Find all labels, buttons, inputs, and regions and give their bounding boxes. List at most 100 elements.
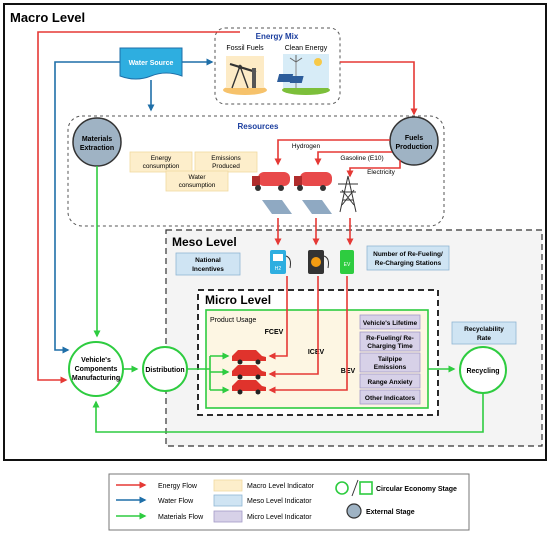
legend-meso-indicator-label: Meso Level Indicator [247,498,312,505]
micro-level-title: Micro Level [205,293,271,307]
tailpipe-emissions-label-1: Tailpipe [378,356,402,363]
macro-level-title: Macro Level [10,10,85,25]
fuels-production-label-1: Fuels [405,135,423,142]
refueling-time-label-1: Re-Fueling/ Re- [366,335,414,342]
vehicle-lifetime-label: Vehicle's Lifetime [363,320,418,327]
fcev-label: FCEV [265,329,284,336]
refueling-stations-label-2: Re-Charging Stations [375,260,442,267]
water-source-label: Water Source [129,60,174,67]
fcev-flow [268,276,288,360]
meso-level-title: Meso Level [172,235,237,249]
ev-station-label: EV [344,262,351,268]
legend-water-flow-label: Water Flow [158,498,194,505]
national-incentives-label-2: Incentives [192,266,224,273]
electricity-flow [346,160,401,178]
resources-title: Resources [238,122,279,131]
gasoline-flow [314,151,392,166]
other-indicators-indicator [359,389,421,405]
clean-energy-label: Clean Energy [285,45,328,52]
legend-micro-indicator: Micro Level Indicator [213,510,312,523]
ev-charging-station-icon: EV [340,250,354,274]
legend-external-stage-label: External Stage [366,509,415,516]
fuel-station-icon [308,250,329,274]
energy-consumption-label-1: Energy [151,155,172,162]
icev-flow [268,276,319,378]
hydrogen-truck-icon [252,172,290,191]
materials-electricity-flows [92,166,484,433]
water-consumption-label-2: consumption [179,182,216,189]
energy-flow-to-fuels [340,61,418,116]
hydrogen-station-label: H2 [275,266,282,272]
materials-extraction-label-1: Materials [82,136,112,143]
legend-ce-stage-label: Circular Economy Stage [376,486,457,493]
energy-consumption-indicator [129,151,193,173]
oil-pump-icon [223,56,267,95]
gasoline-truck-icon [294,172,332,191]
bev-car-icon [232,380,266,395]
range-anxiety-label: Range Anxiety [368,379,413,386]
bev-label: BEV [341,368,356,375]
legend-energy-flow-label: Energy Flow [158,483,198,490]
water-to-manufacturing [54,61,120,354]
hydrogen-station-icon: H2 [270,250,291,274]
clean-energy-icon [277,54,330,95]
water-consumption-indicator [165,170,229,192]
bev-flow [268,276,348,394]
electricity-label: Electricity [367,169,396,176]
refueling-time-indicator [359,331,421,352]
tailpipe-emissions-label-2: Emissions [374,364,407,371]
recyclability-rate-label-1: Recyclability [464,326,504,333]
legend-macro-indicator-label: Macro Level Indicator [247,483,315,490]
fcev-car-icon [232,350,266,365]
hydrogen-label: Hydrogen [292,143,321,150]
national-incentives-indicator [175,252,241,276]
tailpipe-emissions-indicator [359,352,421,373]
legend-materials-flow: Materials Flow [116,512,204,521]
national-incentives-label-1: National [195,257,221,264]
other-indicators-label: Other Indicators [365,395,416,402]
refueling-time-label-2: Charging Time [367,343,413,350]
icev-label: ICEV [308,349,325,356]
energy-consumption-label-2: consumption [143,163,180,170]
solar-panels-icon [262,200,332,214]
legend-external-stage: External Stage [346,503,415,519]
recycling-label: Recycling [466,368,499,375]
legend-ce-stage: Circular Economy Stage [335,479,457,497]
product-usage-label: Product Usage [210,317,256,324]
water-flows [54,58,214,354]
emissions-produced-label-1: Emissions [211,155,241,162]
energy-flows [37,31,418,384]
materials-flow-to-cars [187,355,226,391]
fossil-fuels-label: Fossil Fuels [226,45,264,52]
gasoline-label: Gasoline (E10) [340,155,383,162]
refueling-stations-label-1: Number of Re-Fueling/ [373,251,443,258]
legend-meso-indicator: Meso Level Indicator [213,494,312,507]
legend-frame [108,473,470,531]
legend-materials-flow-label: Materials Flow [158,514,204,521]
water-consumption-label-1: Water [188,174,206,181]
micro-indicators: Vehicle's Lifetime Re-Fueling/ Re- Charg… [359,314,421,405]
recyclability-rate-label-2: Rate [477,335,491,342]
fuels-production-node [389,116,439,166]
emissions-produced-label-2: Produced [212,163,240,170]
legend-water-flow: Water Flow [116,496,194,505]
refueling-stations-indicator [366,245,450,271]
manufacturing-label-3: Manufacturing [72,375,120,382]
legend-energy-flow: Energy Flow [116,481,198,490]
recyclability-rate-indicator [451,321,517,345]
energy-mix-title: Energy Mix [256,32,299,41]
manufacturing-label-1: Vehicle's [81,357,111,364]
materials-extraction-label-2: Extraction [80,145,114,152]
icev-car-icon [232,365,266,380]
vehicle-lifetime-indicator [359,314,421,330]
energy-flow-to-manufacturing [37,31,240,384]
manufacturing-label-2: Components [75,366,118,373]
legend-micro-indicator-label: Micro Level Indicator [247,514,312,521]
distribution-label: Distribution [145,367,184,374]
fuels-production-label-2: Production [396,144,433,151]
materials-flow-loop-back [92,393,484,433]
water-source-shape [119,47,183,80]
hydrogen-flow [274,139,390,166]
range-anxiety-indicator [359,373,421,389]
